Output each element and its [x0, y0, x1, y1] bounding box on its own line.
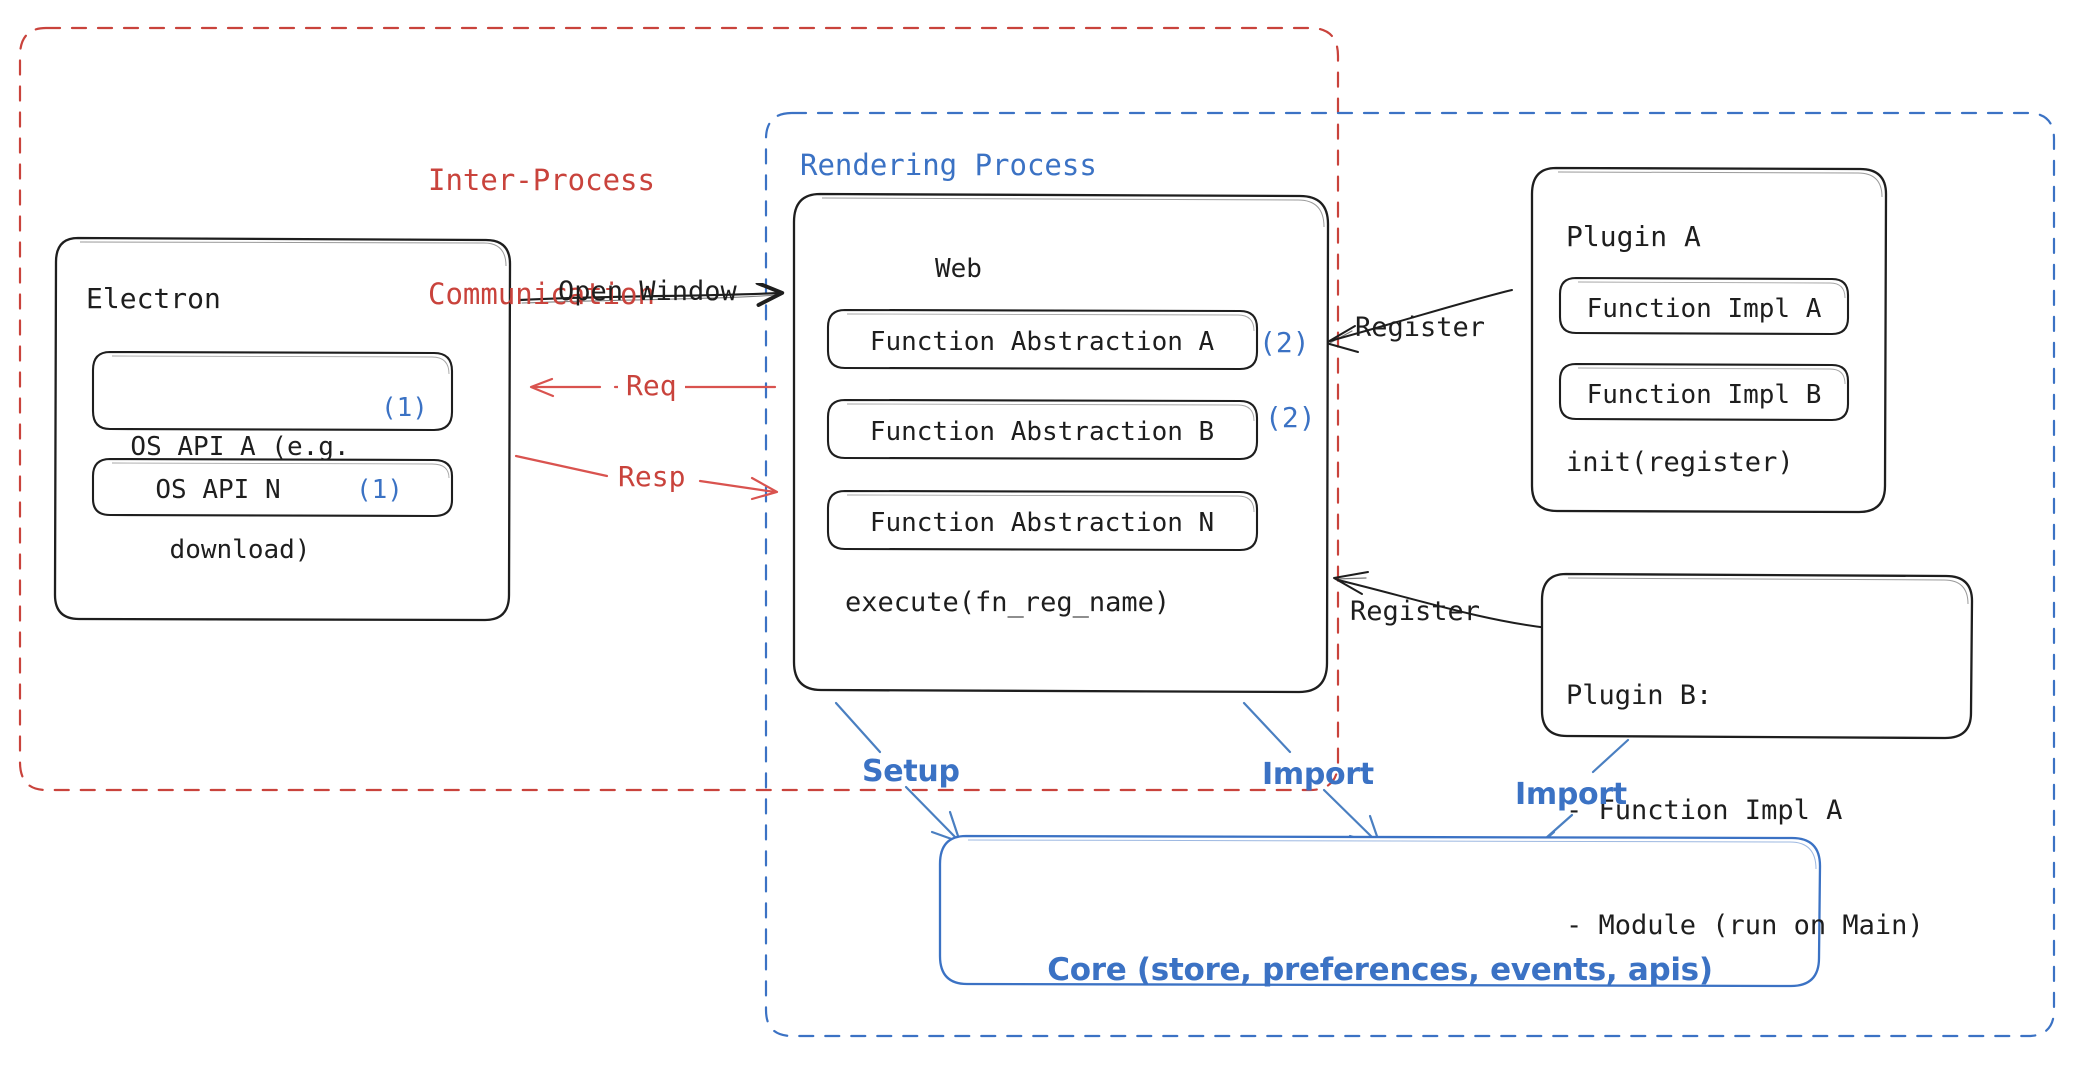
setup-arrow-label: Setup	[862, 754, 960, 789]
os-api-a-line1: OS API A (e.g.	[130, 431, 350, 462]
plugin-b-item-module: - Module (run on Main)	[1566, 909, 1924, 941]
plugin-b-content: Plugin B: - Function Impl A - Module (ru…	[1566, 600, 1924, 1022]
web-footer-execute: execute(fn_reg_name)	[845, 587, 1171, 618]
function-abstraction-n-label: Function Abstraction N	[869, 508, 1215, 538]
register-plugin-a-label: Register	[1355, 312, 1486, 343]
rendering-region-label: Rendering Process	[800, 148, 1097, 182]
open-window-arrow-label: Open Window	[558, 276, 737, 307]
plugin-a-function-impl-a-label: Function Impl A	[1586, 294, 1822, 324]
os-api-a-line2: download)	[169, 534, 311, 565]
ipc-label-line2: Communication	[428, 277, 655, 312]
function-abstraction-a-marker: (2)	[1259, 326, 1310, 359]
os-api-a-label: OS API A (e.g. download)	[100, 361, 380, 636]
plugin-a-function-impl-b-label: Function Impl B	[1586, 380, 1822, 410]
core-line-main: Core (store, preferences, events, apis)	[1047, 952, 1713, 989]
plugin-a-title: Plugin A	[1566, 220, 1701, 253]
function-abstraction-b-label: Function Abstraction B	[869, 417, 1215, 447]
function-abstraction-a-label: Function Abstraction A	[869, 327, 1215, 357]
resp-arrow-label: Resp	[610, 459, 694, 496]
plugin-a-init-register: init(register)	[1566, 447, 1794, 478]
register-plugin-b-label: Register	[1350, 596, 1481, 627]
req-arrow-label: Req	[618, 368, 685, 405]
plugin-b-title: Plugin B:	[1566, 679, 1713, 711]
plugin-b-item-function-impl-a: - Function Impl A	[1566, 794, 1843, 826]
import-web-arrow-label: Import	[1262, 757, 1374, 792]
core-box-content: Core (store, preferences, events, apis) …	[944, 860, 1816, 1066]
electron-title: Electron	[86, 282, 221, 315]
os-api-a-marker: (1)	[381, 393, 428, 423]
import-plugin-b-arrow-label: Import	[1515, 777, 1627, 812]
os-api-n-label: OS API N	[155, 475, 281, 505]
os-api-n-marker: (1)	[356, 475, 403, 505]
web-title: Web	[935, 254, 982, 284]
ipc-region-label: Inter-Process Communication	[428, 84, 655, 390]
function-abstraction-b-marker: (2)	[1265, 401, 1316, 434]
ipc-label-line1: Inter-Process	[428, 162, 655, 197]
